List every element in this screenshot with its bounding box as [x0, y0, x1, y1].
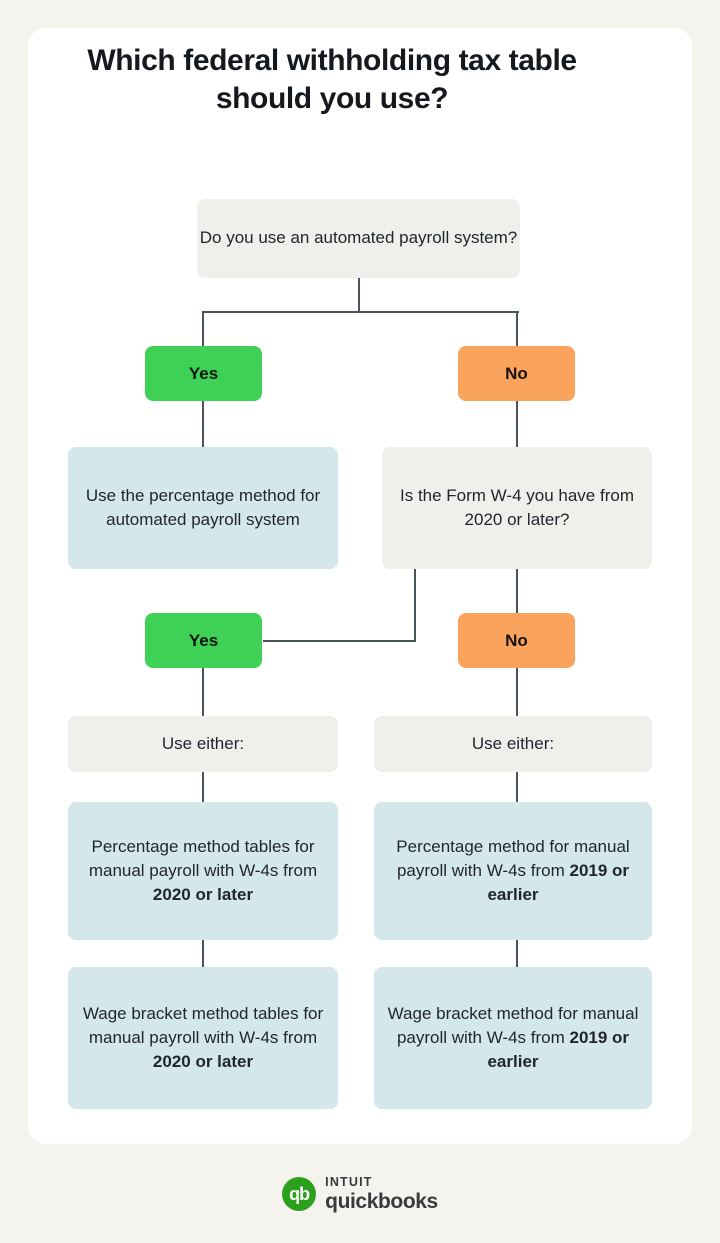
- result-percentage-automated-text: Use the percentage method for automated …: [85, 485, 321, 529]
- quickbooks-wordmark: INTUIT quickbooks: [325, 1176, 438, 1212]
- connector-q2-yes-horizontal: [263, 640, 416, 642]
- left-use-either-header: Use either:: [68, 716, 338, 772]
- result-percentage-automated[interactable]: Use the percentage method for automated …: [68, 447, 338, 569]
- question-automated-payroll-text: Do you use an automated payroll system?: [199, 228, 518, 248]
- right-use-either-text: Use either:: [471, 733, 555, 753]
- page-title: Which federal withholding tax table shou…: [87, 44, 577, 115]
- answer-yes-automated-label: Yes: [188, 363, 219, 383]
- right-option-percentage-2019[interactable]: Percentage method for manual payroll wit…: [374, 802, 652, 940]
- connector-q2-yes-vertical: [414, 569, 416, 642]
- answer-yes-w4-2020[interactable]: Yes: [145, 613, 262, 668]
- question-form-w4-year-text: Is the Form W-4 you have from 2020 or la…: [400, 485, 634, 529]
- left-option-percentage-2020-emphasis: 2020 or later: [152, 885, 254, 905]
- right-option-percentage-2019-text: Percentage method for manual payroll wit…: [396, 836, 630, 905]
- connector-left-useeither-to-option1: [202, 772, 204, 803]
- answer-no-automated-label: No: [505, 363, 528, 383]
- answer-no-w4-2020-label: No: [505, 630, 528, 650]
- connector-q1-stem: [358, 277, 360, 313]
- connector-q1-to-yes: [202, 311, 204, 346]
- connector-right-useeither-to-option1: [516, 772, 518, 803]
- intuit-wordmark: INTUIT: [325, 1175, 373, 1189]
- answer-no-automated[interactable]: No: [458, 346, 575, 401]
- connector-no-to-q2: [516, 400, 518, 448]
- answer-yes-automated[interactable]: Yes: [145, 346, 262, 401]
- question-form-w4-year[interactable]: Is the Form W-4 you have from 2020 or la…: [382, 447, 652, 569]
- left-use-either-text: Use either:: [161, 733, 245, 753]
- connector-no2-to-use-either: [516, 668, 518, 717]
- left-option-wage-bracket-2020[interactable]: Wage bracket method tables for manual pa…: [68, 967, 338, 1109]
- right-option-percentage-2019-emphasis: 2019 or earlier: [487, 860, 630, 905]
- right-option-wage-bracket-2019-emphasis: 2019 or earlier: [487, 1027, 630, 1072]
- right-option-wage-bracket-2019-text: Wage bracket method for manual payroll w…: [387, 1003, 639, 1072]
- connector-q2-to-no: [516, 569, 518, 615]
- quickbooks-logo: qb INTUIT quickbooks: [0, 1176, 720, 1212]
- right-option-wage-bracket-2019[interactable]: Wage bracket method for manual payroll w…: [374, 967, 652, 1109]
- connector-yes2-to-use-either: [202, 668, 204, 717]
- answer-no-w4-2020[interactable]: No: [458, 613, 575, 668]
- left-option-wage-bracket-2020-emphasis: 2020 or later: [152, 1052, 254, 1072]
- left-option-percentage-2020[interactable]: Percentage method tables for manual payr…: [68, 802, 338, 940]
- question-automated-payroll[interactable]: Do you use an automated payroll system?: [197, 199, 520, 278]
- left-option-wage-bracket-2020-text: Wage bracket method tables for manual pa…: [82, 1003, 324, 1072]
- connector-yes-to-automated-answer: [202, 400, 204, 448]
- connector-left-option1-to-option2: [202, 940, 204, 968]
- right-use-either-header: Use either:: [374, 716, 652, 772]
- connector-q1-to-no: [516, 311, 518, 346]
- quickbooks-wordmark-text: quickbooks: [325, 1189, 438, 1213]
- quickbooks-qb-icon: qb: [282, 1176, 317, 1211]
- connector-right-option1-to-option2: [516, 940, 518, 968]
- connector-q1-split-bar: [203, 311, 519, 313]
- left-option-percentage-2020-text: Percentage method tables for manual payr…: [88, 836, 318, 905]
- answer-yes-w4-2020-label: Yes: [188, 630, 219, 650]
